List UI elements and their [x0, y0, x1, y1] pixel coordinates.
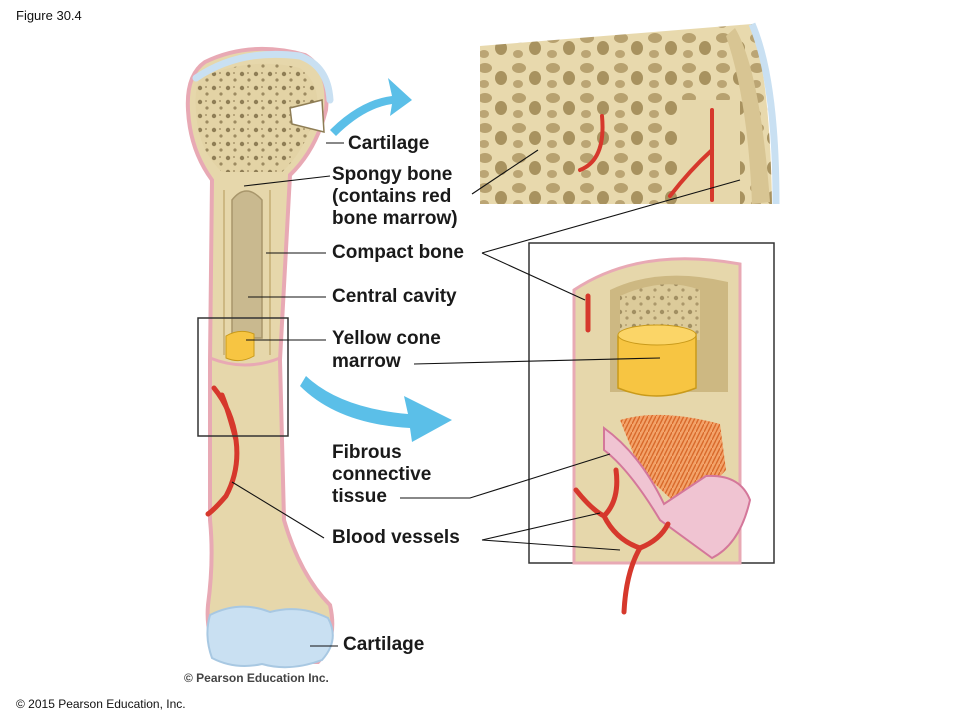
publisher-watermark: © Pearson Education Inc.: [184, 671, 329, 685]
section-detail: [572, 257, 752, 615]
long-bone: [185, 46, 335, 669]
arrow-lower: [300, 376, 452, 442]
spongy-bone-region: [195, 63, 318, 172]
copyright-notice: © 2015 Pearson Education, Inc.: [16, 697, 186, 711]
label-fibrous-line2: connective: [332, 464, 432, 485]
label-spongy-bone-line1: Spongy bone: [332, 164, 453, 185]
label-cartilage-top: Cartilage: [348, 133, 430, 154]
arrow-upper: [330, 78, 412, 136]
section-blood-vessels: [573, 293, 671, 615]
label-cartilage-bottom: Cartilage: [343, 634, 425, 655]
yellow-marrow-plug: [225, 330, 255, 362]
label-spongy-bone-line3: bone marrow): [332, 208, 458, 229]
leader-lines: [231, 142, 741, 647]
label-central-cavity: Central cavity: [332, 286, 457, 307]
shaft-blood-vessel: [205, 385, 240, 517]
distal-cartilage: [206, 605, 334, 669]
fibrous-tissue: [620, 414, 726, 500]
label-spongy-bone-line2: (contains red: [332, 186, 452, 207]
label-blood-vessels: Blood vessels: [332, 527, 460, 548]
figure-title: Figure 30.4: [16, 8, 82, 23]
central-cavity-region: [231, 190, 263, 339]
label-yellow-marrow-line1: Yellow cone: [332, 328, 441, 349]
spongy-detail: [480, 22, 780, 205]
label-yellow-marrow-line2: marrow: [332, 351, 401, 372]
shaft-cut-edge: [209, 356, 281, 367]
head-notch: [289, 99, 325, 133]
label-compact-bone: Compact bone: [332, 242, 464, 263]
label-fibrous-line1: Fibrous: [332, 442, 402, 463]
label-fibrous-line3: tissue: [332, 486, 387, 507]
proximal-cartilage: [192, 50, 334, 104]
zoom-box: [197, 317, 289, 437]
